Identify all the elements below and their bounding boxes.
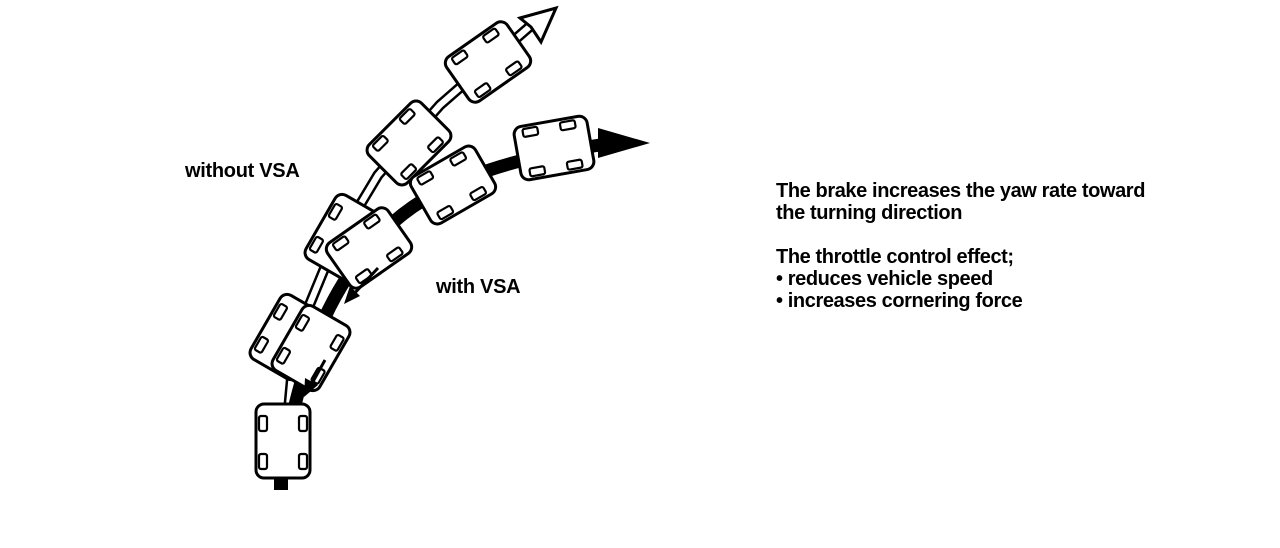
brake-force-arrow-2	[304, 359, 327, 397]
without-vsa-arrowhead	[516, 5, 559, 46]
throttle-bullet-1: • reduces vehicle speed	[776, 268, 993, 290]
without-vsa-label: without VSA	[185, 160, 300, 182]
throttle-note-title: The throttle control effect;	[776, 246, 1014, 268]
brake-force-arrow-1	[344, 266, 380, 304]
brake-note-line2: the turning direction	[776, 202, 963, 224]
car-start	[254, 402, 312, 480]
car-with-vsa-4	[511, 113, 597, 183]
explanation-notes: The brake increases the yaw rate toward …	[776, 180, 1145, 312]
brake-note-line1: The brake increases the yaw rate toward	[776, 180, 1146, 202]
throttle-bullet-2: • increases cornering force	[776, 290, 1023, 312]
with-vsa-arrowhead	[598, 128, 650, 158]
with-vsa-label: with VSA	[436, 276, 521, 298]
